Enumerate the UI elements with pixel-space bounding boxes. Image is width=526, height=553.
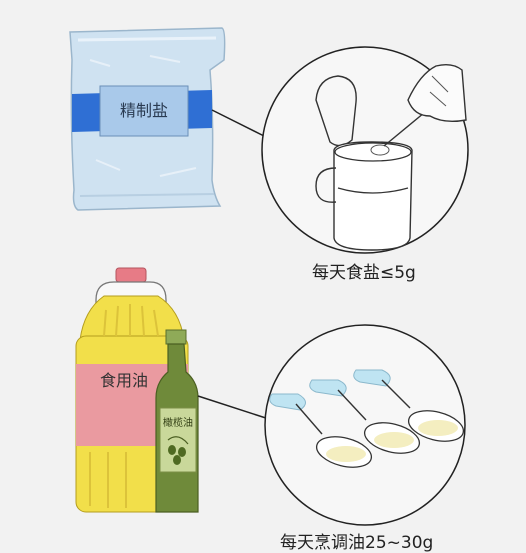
salt-package-label: 精制盐 — [120, 101, 168, 120]
olive-oil-bottle: 橄榄油 — [155, 329, 199, 513]
oil-caption: 每天烹调油25~30g — [280, 533, 434, 553]
spoon-icon — [269, 393, 373, 468]
oil-zoom-circle — [264, 324, 466, 526]
salt-zoom-circle — [261, 46, 469, 254]
olive-icon — [167, 436, 189, 465]
salt-connector-line — [211, 109, 265, 137]
spoon-icon — [353, 369, 465, 442]
salt-package: 精制盐 — [69, 27, 226, 211]
olive-oil-label: 橄榄油 — [163, 416, 193, 429]
cooking-oil-label: 食用油 — [100, 371, 148, 390]
oil-connector-line — [197, 395, 273, 421]
salt-caption: 每天食盐≤5g — [312, 263, 416, 283]
spoon-icon — [309, 379, 421, 454]
